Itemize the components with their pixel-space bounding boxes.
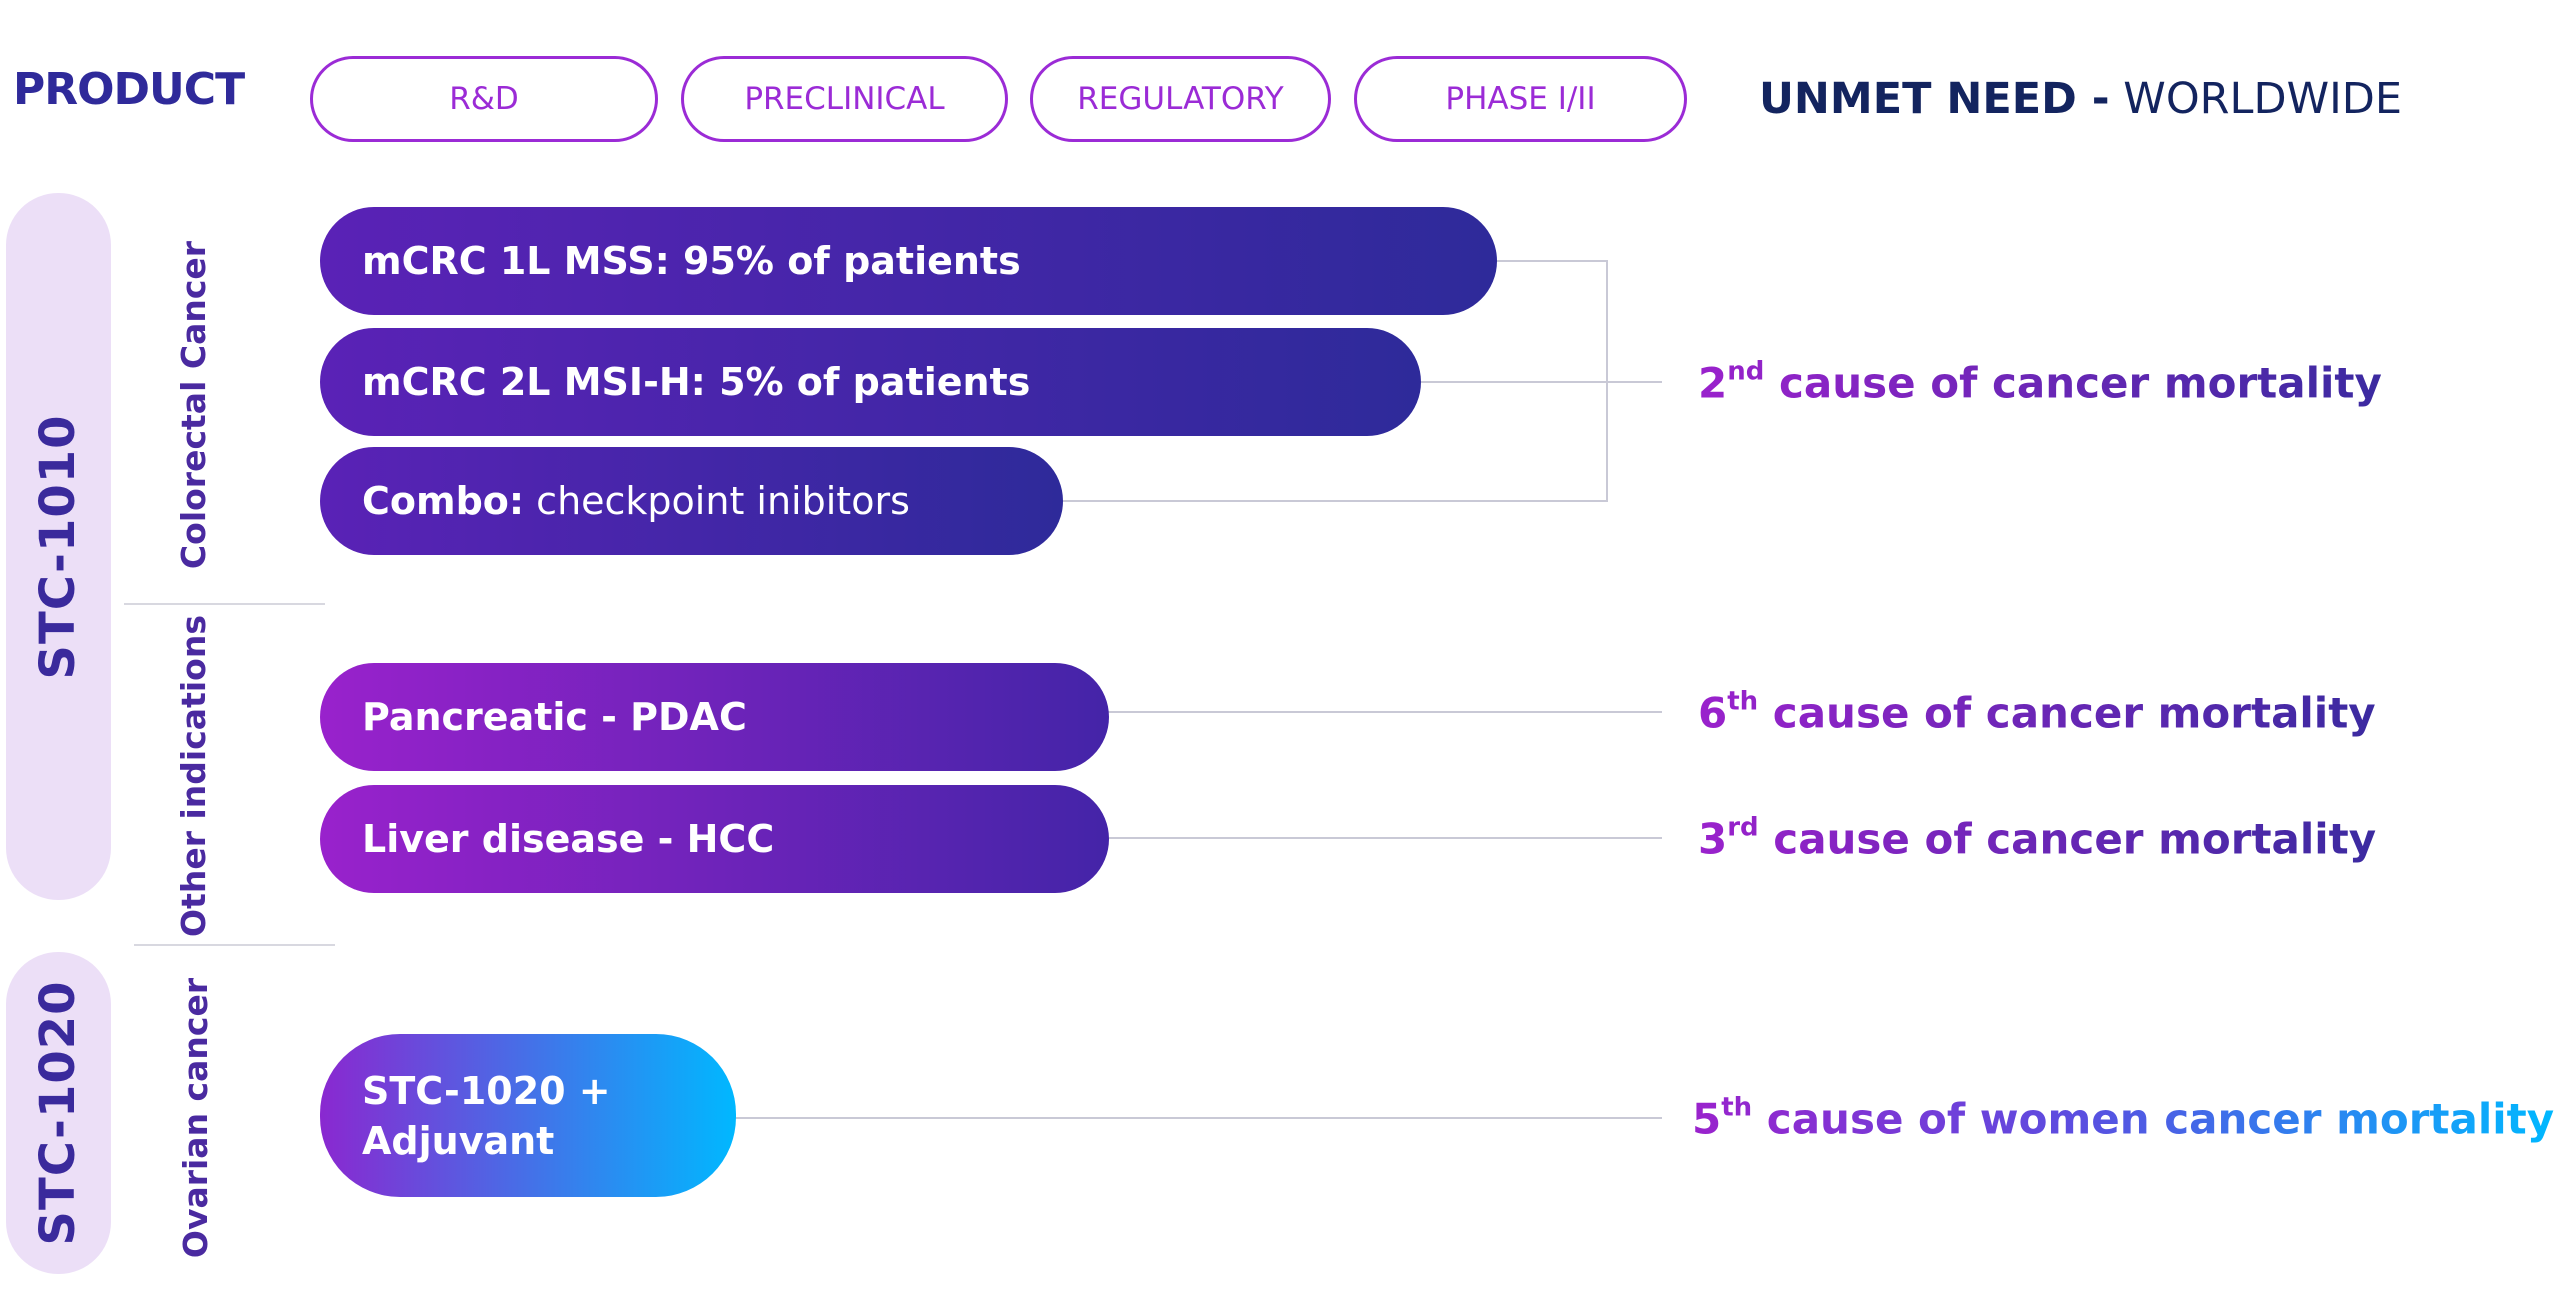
bar-label-bold: Combo: [362, 479, 525, 523]
bar-label: Pancreatic - PDAC [362, 695, 747, 739]
group-divider [124, 603, 325, 605]
product-heading: PRODUCT [13, 64, 245, 115]
group-label-ovarian: Ovarian cancer [176, 977, 215, 1259]
connector-line [1100, 837, 1662, 839]
indication-bar-mcrc-2l: mCRC 2L MSI-H: 5% of patients [320, 328, 1421, 436]
stage-preclinical[interactable]: PRECLINICAL [681, 56, 1008, 142]
indication-bar-mcrc-1l: mCRC 1L MSS: 95% of patients [320, 207, 1497, 315]
stage-phase[interactable]: PHASE I/II [1354, 56, 1687, 142]
product-label-stc1020: STC-1020 [30, 980, 86, 1246]
unmet-need-ovarian: 5th cause of women cancer mortality [1692, 1092, 2555, 1144]
connector-line [1490, 260, 1608, 262]
unmet-need-pancreatic: 6th cause of cancer mortality [1698, 686, 2376, 738]
product-band-stc1020 [6, 952, 111, 1274]
bar-label-light: checkpoint inibitors [524, 479, 910, 523]
group-label-colorectal: Colorectal Cancer [174, 240, 213, 570]
stage-regulatory[interactable]: REGULATORY [1030, 56, 1331, 142]
unmet-need-bold: UNMET NEED - [1759, 74, 2110, 124]
unmet-need-colorectal: 2nd cause of cancer mortality [1698, 356, 2382, 408]
connector-line [730, 1117, 1662, 1119]
indication-bar-pancreatic: Pancreatic - PDAC [320, 663, 1109, 771]
product-band-stc1010 [6, 193, 111, 900]
stage-rnd[interactable]: R&D [310, 56, 658, 142]
product-label-stc1010: STC-1010 [30, 414, 86, 680]
unmet-need-liver: 3rd cause of cancer mortality [1698, 812, 2377, 864]
group-label-other: Other indications [174, 615, 213, 937]
unmet-need-heading: UNMET NEED - WORLDWIDE [1759, 74, 2402, 124]
connector-line [1415, 381, 1662, 383]
bar-label: mCRC 1L MSS: 95% of patients [362, 239, 1021, 283]
indication-bar-liver: Liver disease - HCC [320, 785, 1109, 893]
indication-bar-stc1020: STC-1020 + Adjuvant [320, 1034, 736, 1197]
bar-label: STC-1020 + [362, 1068, 611, 1113]
unmet-need-light: WORLDWIDE [2123, 74, 2403, 124]
connector-line [1100, 711, 1662, 713]
bar-label: mCRC 2L MSI-H: 5% of patients [362, 360, 1031, 404]
product-divider [134, 944, 335, 946]
bar-label: Liver disease - HCC [362, 817, 775, 861]
connector-line [1055, 500, 1608, 502]
indication-bar-combo: Combo: checkpoint inibitors [320, 447, 1063, 555]
bar-label-line2: Adjuvant [362, 1118, 555, 1163]
